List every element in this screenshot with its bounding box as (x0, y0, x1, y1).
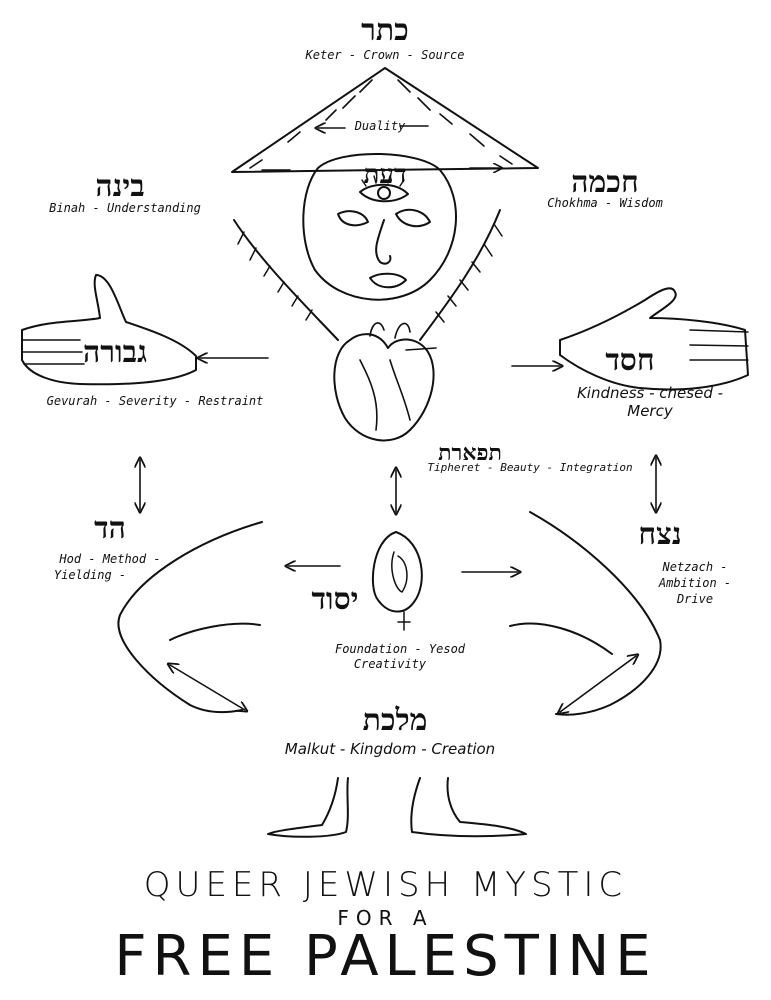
binah-caption: Binah - Understanding (49, 201, 201, 215)
vine-left (233, 219, 339, 341)
yesod-flower (371, 531, 423, 613)
face-eyelashes (361, 175, 405, 187)
face-outline (302, 153, 457, 301)
gevurah-hand (21, 274, 197, 386)
netzach-caption-line2: Ambition - (658, 576, 732, 590)
malkut-caption: Malkut - Kingdom - Creation (284, 740, 496, 758)
face-eye-right (395, 208, 431, 228)
yesod-caption-line1: Foundation - Yesod (334, 642, 466, 656)
daat-hebrew: דעת (363, 160, 407, 190)
binah-hebrew: בינה (95, 169, 145, 204)
hod-caption-line2: Yielding - (53, 568, 127, 582)
netzach-caption-line1: Netzach - (662, 560, 728, 574)
chesed-hand (559, 287, 749, 391)
poster-line-2: FOR A (337, 906, 434, 930)
tipheret-caption: Tipheret - Beauty - Integration (427, 461, 633, 474)
netzach-caption-line3: Drive (676, 592, 714, 606)
chokhma-caption: Chokhma - Wisdom (547, 196, 663, 210)
chesed-hand-fingers (689, 329, 749, 361)
poster-line-1: QUEER JEWISH MYSTIC (143, 865, 628, 905)
malkut-hebrew: מלכת (362, 703, 428, 738)
tipheret-hebrew: תפארת (438, 440, 502, 466)
heart (333, 333, 435, 442)
gevurah-hand-fingers (21, 339, 85, 365)
chesed-caption-line2: Mercy (627, 402, 673, 420)
face-eye-pupil (377, 186, 391, 200)
leg-left (267, 777, 349, 838)
vine-left-thorns (237, 231, 313, 321)
triangle-arrows (249, 79, 513, 169)
duality-arrows (318, 126, 429, 128)
hod-hebrew: הד (94, 511, 126, 546)
gevurah-hebrew: גבורה (82, 335, 148, 370)
face-mouth (369, 272, 407, 289)
vine-right-thorns (435, 223, 503, 323)
arrow-right-arm (560, 656, 636, 712)
keter-caption: Keter - Crown - Source (305, 48, 465, 62)
poster-line-3: FREE PALESTINE (114, 924, 657, 989)
arrow-left-arm (170, 665, 245, 710)
yesod-flower-inner (391, 551, 408, 593)
face-nose (375, 219, 392, 265)
yesod-hebrew: יסוד (311, 582, 359, 617)
duality-caption: Duality (354, 119, 406, 133)
gevurah-caption: Gevurah - Severity - Restraint (46, 394, 264, 408)
body-right-arm-inner (509, 622, 613, 655)
yesod-caption-line2: Creativity (353, 657, 427, 671)
heart-vessels (359, 322, 437, 431)
chesed-caption-line1: Kindness - chesed - (576, 384, 724, 402)
vine-right (419, 209, 501, 341)
body-left-arm-inner (169, 622, 261, 641)
keter-hebrew: כתר (361, 13, 409, 48)
yesod-flower-stem (397, 611, 411, 631)
face-eye-top (359, 183, 409, 203)
chesed-hebrew: חסד (605, 343, 655, 378)
netzach-hebrew: נצח (638, 517, 682, 552)
triangle-base-arrows (261, 168, 500, 170)
face-eye-left (337, 210, 369, 227)
hod-caption-line1: Hod - Method - (59, 552, 161, 566)
body-left-arm (117, 521, 263, 713)
chokhma-hebrew: חכמה (571, 165, 639, 200)
leg-right (410, 777, 527, 838)
